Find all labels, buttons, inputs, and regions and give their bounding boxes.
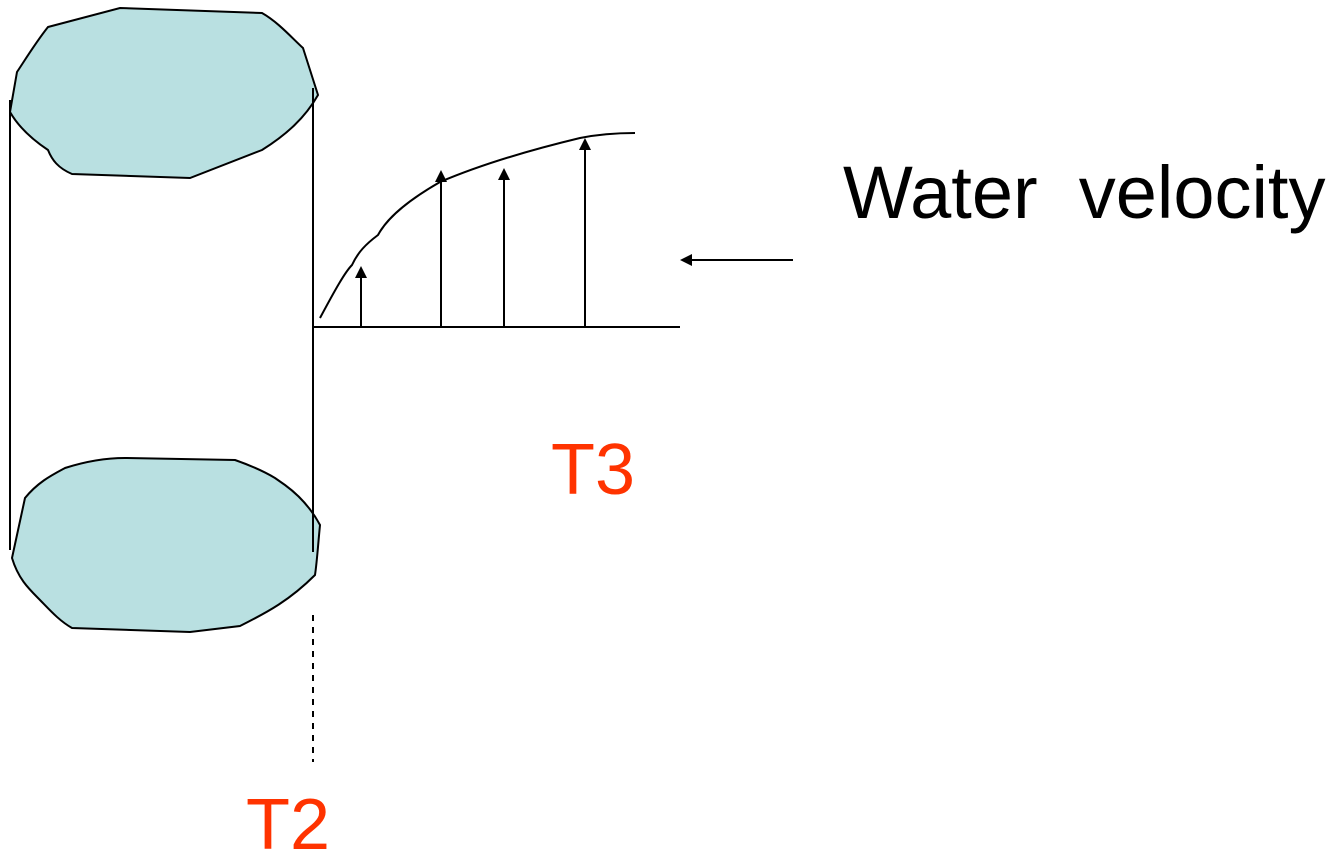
t2-label: T2: [246, 789, 330, 861]
velocity-profile-curve: [320, 133, 635, 318]
t3-label: T3: [551, 434, 635, 506]
water-velocity-label: Water velocity: [843, 156, 1325, 230]
lower-rock: [12, 458, 320, 632]
upper-rock: [10, 8, 318, 178]
